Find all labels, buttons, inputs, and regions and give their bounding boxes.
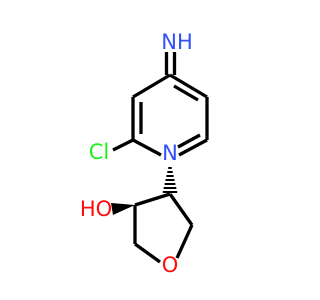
structure-drawing: NH N Cl HO O [80, 30, 209, 277]
hydroxyl-label: HO [80, 197, 112, 221]
chlorine-label: Cl [89, 140, 110, 164]
bond-c4-c3 [132, 73, 171, 99]
ring-nitrogen-label: N [162, 141, 178, 165]
bond-c4-c5 [169, 73, 208, 99]
molecule-diagram: NH N Cl HO O [79, 30, 209, 277]
bond-c3prime-c2prime [168, 193, 194, 226]
bond-c2-n1 [132, 138, 162, 157]
hashed-bond-n1-c3prime [162, 167, 178, 193]
imine-nh-label: NH [161, 30, 193, 54]
bond-c6-n1-inner [177, 133, 201, 149]
ether-oxygen-label: O [162, 253, 179, 277]
wedge-bond-c4prime-oh [111, 203, 135, 215]
bond-c2prime-o [175, 224, 194, 259]
bond-c3prime-c4prime [134, 192, 171, 207]
bond-c2-cl [112, 138, 134, 152]
bond-c6-n1 [178, 138, 208, 157]
bond-c4-c5-inner [173, 84, 199, 102]
bond-c5prime-o [134, 242, 161, 264]
